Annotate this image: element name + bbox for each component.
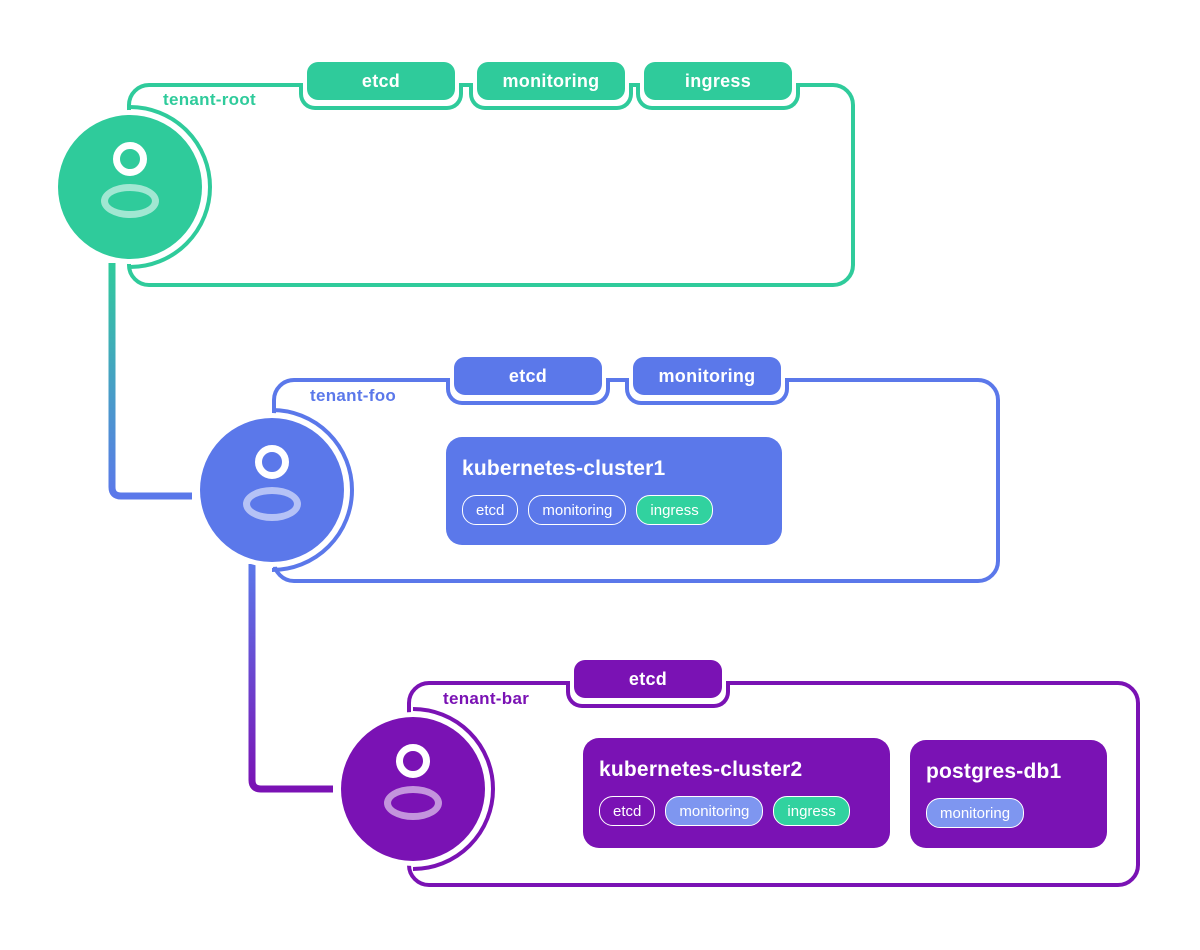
workload-title: kubernetes-cluster2 [599,758,803,781]
tenant-root-label: tenant-root [163,90,257,109]
badge-ingress: ingress [773,796,850,826]
tenant-root-tab-monitoring: monitoring [477,62,625,100]
tenant-foo-avatar [200,418,344,562]
workload-card-postgres-db1: postgres-db1 monitoring [910,740,1107,848]
workload-title: kubernetes-cluster1 [462,457,666,480]
tenant-bar-label: tenant-bar [443,689,530,708]
user-icon [341,717,485,861]
user-icon-body [384,786,442,820]
workload-title: postgres-db1 [926,760,1062,783]
user-icon [200,418,344,562]
user-icon-head [113,142,147,176]
tenant-root-tab-ingress: ingress [644,62,792,100]
tenant-bar-avatar [341,717,485,861]
tenant-root-box [127,83,855,287]
tenant-foo-tab-etcd: etcd [454,357,602,395]
connector-root-to-foo [108,263,192,500]
tenant-foo-label: tenant-foo [310,386,397,405]
user-icon-head [255,445,289,479]
badge-row: etcd monitoring ingress [462,495,766,525]
workload-card-kubernetes-cluster2: kubernetes-cluster2 etcd monitoring ingr… [583,738,890,848]
badge-monitoring: monitoring [926,798,1025,828]
user-icon-head [396,744,430,778]
tenant-bar-tab-etcd: etcd [574,660,722,698]
workload-card-kubernetes-cluster1: kubernetes-cluster1 etcd monitoring ingr… [446,437,782,545]
user-icon [58,115,202,259]
badge-ingress: ingress [636,495,713,525]
user-icon-body [101,184,159,218]
connector-foo-to-bar [248,564,333,793]
tenant-root-tab-etcd: etcd [307,62,455,100]
badge-etcd: etcd [462,495,519,525]
badge-etcd: etcd [599,796,656,826]
tenant-root-avatar [58,115,202,259]
tenant-foo-tab-monitoring: monitoring [633,357,781,395]
user-icon-body [243,487,301,521]
badge-monitoring: monitoring [665,796,764,826]
badge-row: monitoring [926,798,1091,828]
badge-monitoring: monitoring [528,495,627,525]
badge-row: etcd monitoring ingress [599,796,874,826]
